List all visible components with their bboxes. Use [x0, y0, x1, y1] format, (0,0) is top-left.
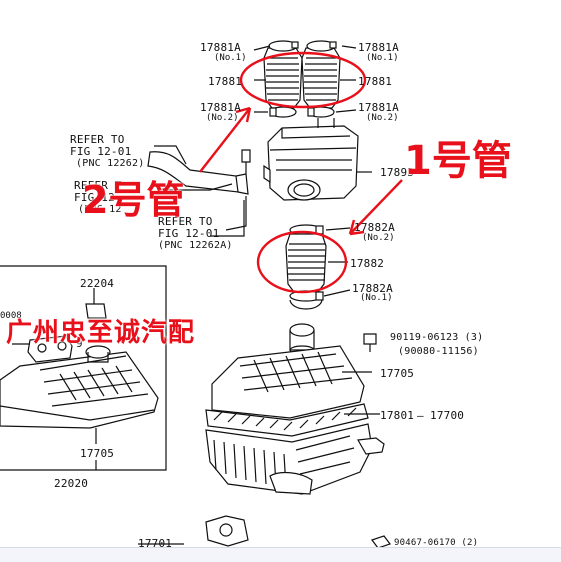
bottom-strip — [0, 547, 561, 562]
part-number-label: (90080-11156) — [398, 346, 479, 357]
highlight-ellipse-middle — [256, 230, 348, 294]
refer-to-text: REFER TO — [70, 133, 125, 146]
part-number-label: 17881 — [358, 75, 393, 88]
part-number-label: 17801 — [380, 409, 415, 422]
part-sub-label: (No.1) — [366, 53, 399, 63]
refer-to-text: FIG 12-01 — [70, 145, 132, 158]
watermark-text: 广州忠至诚汽配 — [6, 318, 196, 348]
tube-2-label: 2号管 — [82, 178, 185, 222]
refer-to-text: FIG 12- — [74, 191, 122, 204]
part-number-label: 17881A — [358, 101, 399, 114]
part-number-label: 17705 — [80, 447, 115, 460]
part-number-separator: — — [417, 409, 424, 422]
arrow-1 — [348, 179, 403, 236]
tube-1-label: 1号管 — [404, 138, 512, 184]
bent-pipe — [147, 149, 251, 231]
part-sub-label: (No.1) — [214, 53, 247, 63]
part-number-label: 17705 — [380, 367, 415, 380]
left-panel — [0, 265, 167, 471]
part-number-label: 17881A — [200, 101, 241, 114]
part-number-label: 90119-06123 (3) — [390, 332, 484, 343]
refer-to-text: REFER T — [74, 179, 122, 192]
refer-to-text: (PNC 12 — [78, 204, 122, 215]
part-number-label: 17700 — [430, 409, 465, 422]
part-sub-label: (No.1) — [360, 293, 393, 303]
part-number-label: 17882A — [354, 221, 395, 234]
part-sub-label: (No.2) — [362, 233, 395, 243]
part-number-label: 17893 — [380, 166, 415, 179]
refer-to-text: (PNC 12262A) — [158, 240, 233, 251]
part-number-label: 22204 — [80, 277, 115, 290]
arrow-2 — [199, 106, 252, 173]
highlight-ellipse-top — [239, 51, 367, 109]
part-number-label: 17881 — [208, 75, 243, 88]
resonator-17893 — [263, 118, 372, 201]
refer-to-text: REFER TO — [158, 215, 213, 228]
part-number-label: 17881A — [200, 41, 241, 54]
part-number-label: 22020 — [54, 477, 89, 490]
part-number-label: 9 — [76, 337, 83, 350]
part-number-label: 0008 — [0, 311, 22, 321]
part-number-label: 17701 — [138, 537, 173, 550]
part-number-label: 17881A — [358, 41, 399, 54]
refer-to-text: (PNC 12262) — [76, 158, 145, 169]
refer-to-text: FIG 12-01 — [158, 227, 220, 240]
part-sub-label: (No.2) — [366, 113, 399, 123]
part-number-label: 17882 — [350, 257, 385, 270]
part-number-label: 17882A — [352, 282, 393, 295]
part-sub-label: (No.2) — [206, 113, 239, 123]
part-number-label: 90467-06170 (2) — [394, 538, 479, 548]
air-cleaner-main — [205, 323, 391, 549]
